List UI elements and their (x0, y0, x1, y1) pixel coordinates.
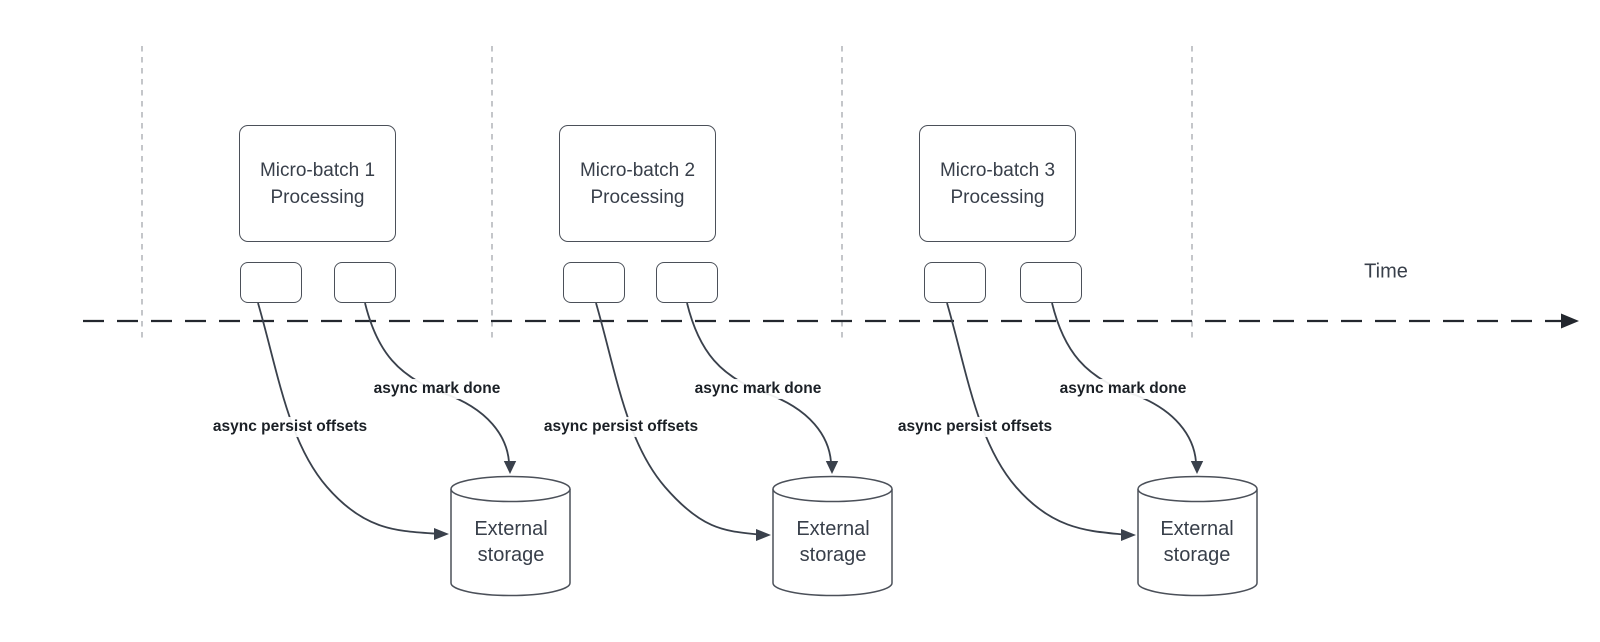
persist-offsets-arrow-3 (946, 302, 1136, 541)
micro-batch-1-title: Micro-batch 1 Processing (259, 159, 376, 208)
persist-offsets-curve-1 (257, 302, 442, 535)
external-storage-cylinder-1 (450, 475, 571, 597)
time-axis-arrowhead-icon (1561, 313, 1579, 329)
external-storage-label-2: External storage (796, 518, 870, 566)
mark-done-arrowhead-icon-3 (1190, 461, 1204, 474)
mark-done-label-2: async mark done (691, 379, 825, 399)
cylinder-body-1 (450, 489, 571, 597)
cylinder-top-1 (450, 475, 571, 503)
micro-batch-3-box: Micro-batch 3 Processing (919, 125, 1076, 242)
persist-offsets-arrowhead-icon-2 (756, 529, 771, 541)
cylinder-top-2 (772, 475, 893, 503)
external-storage-label-1: External storage (474, 518, 548, 566)
mark-done-arrowhead-icon-1 (503, 461, 517, 474)
batch-3-commit-slot-left (924, 262, 986, 303)
persist-offsets-arrow-1 (257, 302, 449, 540)
batch-3-commit-slot-right (1020, 262, 1082, 303)
time-label: Time (1364, 260, 1408, 283)
mark-done-label-1: async mark done (370, 379, 504, 399)
micro-batch-2-box: Micro-batch 2 Processing (559, 125, 716, 242)
persist-offsets-curve-2 (595, 302, 764, 536)
cylinder-body-2 (772, 489, 893, 597)
external-storage-label-3: External storage (1160, 518, 1234, 566)
persist-offsets-label-2: async persist offsets (540, 417, 702, 437)
persist-offsets-arrow-2 (595, 302, 771, 541)
micro-batch-1-box: Micro-batch 1 Processing (239, 125, 396, 242)
batch-2-commit-slot-left (563, 262, 625, 303)
mark-done-label-3: async mark done (1056, 379, 1190, 399)
persist-offsets-label-3: async persist offsets (894, 417, 1056, 437)
persist-offsets-arrowhead-icon-1 (434, 528, 449, 540)
persist-offsets-arrowhead-icon-3 (1121, 529, 1136, 541)
external-storage-cylinder-2 (772, 475, 893, 597)
micro-batch-3-title: Micro-batch 3 Processing (939, 159, 1056, 208)
external-storage-cylinder-3 (1137, 475, 1258, 597)
cylinder-top-3 (1137, 475, 1258, 503)
mark-done-arrowhead-icon-2 (825, 461, 839, 474)
cylinder-body-3 (1137, 489, 1258, 597)
persist-offsets-curve-3 (946, 302, 1129, 536)
batch-1-commit-slot-left (240, 262, 302, 303)
persist-offsets-label-1: async persist offsets (209, 417, 371, 437)
micro-batch-2-title: Micro-batch 2 Processing (579, 159, 696, 208)
batch-2-commit-slot-right (656, 262, 718, 303)
batch-1-commit-slot-right (334, 262, 396, 303)
